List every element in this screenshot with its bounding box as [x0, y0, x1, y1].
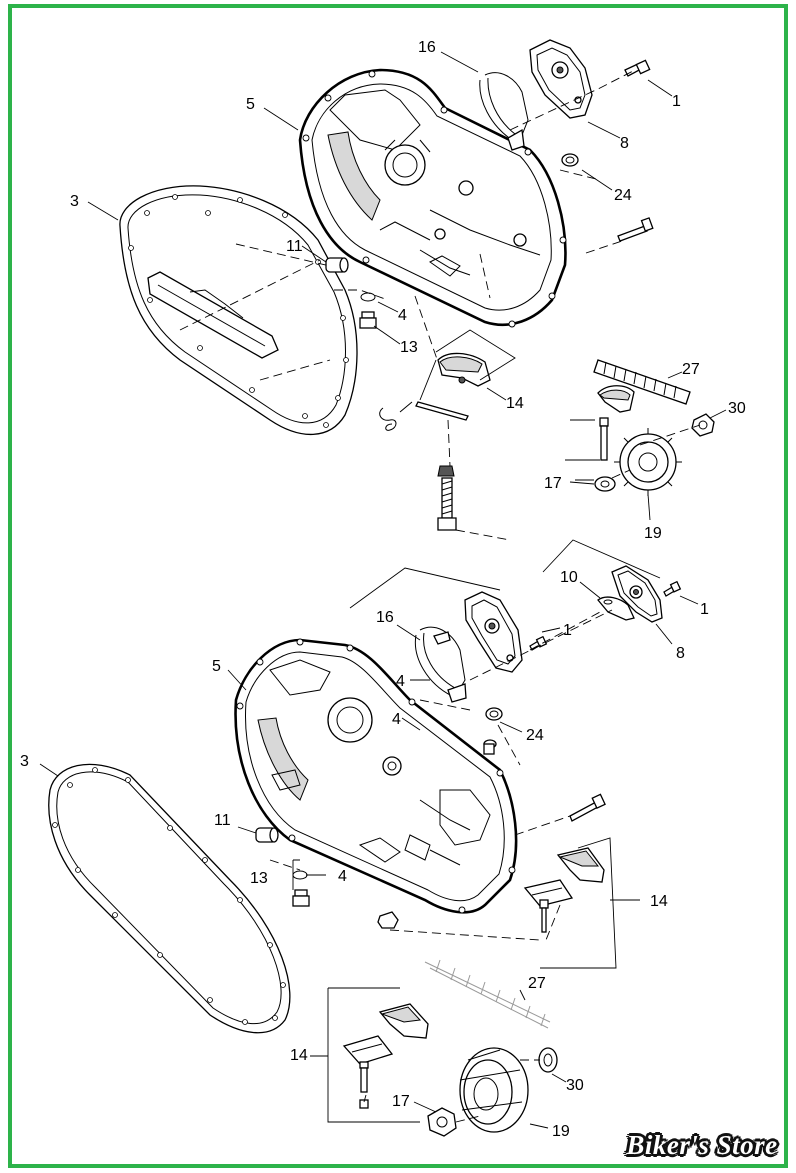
- washer-part: [485, 707, 503, 721]
- callout-24: 24: [526, 727, 544, 744]
- callout-1: 1: [672, 93, 681, 110]
- callout-4: 4: [396, 673, 405, 690]
- gasket-part: [48, 763, 291, 1034]
- callout-11: 11: [214, 812, 231, 829]
- callout-10: 10: [560, 569, 578, 586]
- dowel-part: [325, 257, 349, 273]
- callout-14: 14: [650, 893, 668, 910]
- drain-plug-part: [359, 311, 377, 329]
- cover-screw-part: [529, 635, 548, 651]
- inspection-cover-part: [611, 565, 663, 623]
- clip-part: [414, 626, 467, 703]
- small-bolt-part: [599, 417, 609, 461]
- drain-plug-part: [292, 889, 310, 907]
- inspection-cover-inner-part: [464, 591, 523, 673]
- compensating-sprocket-part: [614, 428, 682, 496]
- long-bolt-part: [617, 217, 654, 242]
- callout-17: 17: [544, 475, 562, 492]
- long-bolt-part: [569, 793, 606, 822]
- o-ring-part: [360, 292, 376, 302]
- callout-1: 1: [700, 601, 709, 618]
- callout-16: 16: [418, 39, 436, 56]
- callout-13: 13: [400, 339, 418, 356]
- callout-4: 4: [392, 711, 401, 728]
- tensioner-shoe-part: [597, 385, 635, 413]
- adjuster-stud-part: [437, 465, 457, 531]
- callout-4: 4: [398, 307, 407, 324]
- callout-30: 30: [728, 400, 746, 417]
- callout-3: 3: [70, 193, 79, 210]
- callout-19: 19: [644, 525, 662, 542]
- primary-cover-part: [234, 638, 518, 914]
- callout-3: 3: [20, 753, 29, 770]
- primary-chain-part: [424, 959, 551, 1029]
- chain-tensioner-part: [523, 847, 605, 933]
- callout-8: 8: [676, 645, 685, 662]
- bottom-assembly: [48, 539, 682, 1137]
- primary-cover-part: [298, 68, 567, 328]
- gasket-part: [119, 185, 358, 436]
- callout-19: 19: [552, 1123, 570, 1140]
- chain-guide-part: [147, 271, 279, 359]
- callout-16: 16: [376, 609, 394, 626]
- callout-30: 30: [566, 1077, 584, 1094]
- callout-4: 4: [338, 868, 347, 885]
- dowel-part: [255, 827, 279, 843]
- sprocket-nut-part: [427, 1107, 457, 1137]
- callout-5: 5: [246, 96, 255, 113]
- watermark-text: Biker's Store: [626, 1130, 778, 1160]
- leader-lines: [39, 51, 727, 1129]
- callout-11: 11: [286, 238, 303, 255]
- shaft-nut-part: [538, 1047, 558, 1073]
- callout-5: 5: [212, 658, 221, 675]
- callout-13: 13: [250, 870, 268, 887]
- clip-part: [479, 72, 529, 151]
- top-assembly: [119, 39, 715, 541]
- stud-part: [483, 739, 497, 755]
- primary-chain-part: [593, 359, 691, 405]
- diagram-border: [8, 4, 788, 1168]
- callout-17: 17: [392, 1093, 410, 1110]
- callout-27: 27: [682, 361, 700, 378]
- chain-tensioner-part: [342, 1003, 429, 1109]
- callout-14: 14: [290, 1047, 308, 1064]
- cover-screw-part: [663, 580, 682, 597]
- compensating-sprocket-part: [459, 1047, 529, 1133]
- callout-1: 1: [563, 622, 572, 639]
- washer-part: [561, 153, 579, 167]
- bikers-store-watermark: Biker's Store: [612, 1122, 792, 1168]
- sprocket-nut-part: [594, 476, 616, 492]
- inspection-gasket-part: [597, 596, 635, 621]
- callout-14: 14: [506, 395, 524, 412]
- callout-27: 27: [528, 975, 546, 992]
- shaft-nut-part: [691, 413, 715, 437]
- o-ring-part: [292, 870, 308, 880]
- callout-24: 24: [614, 187, 632, 204]
- chain-tensioner-part: [379, 352, 491, 431]
- callout-8: 8: [620, 135, 629, 152]
- adjuster-nut-part: [377, 911, 399, 929]
- callout-labels: 16 5 1 8 24 3 11 4 13 14 27 30 17 19 10 …: [20, 39, 746, 1140]
